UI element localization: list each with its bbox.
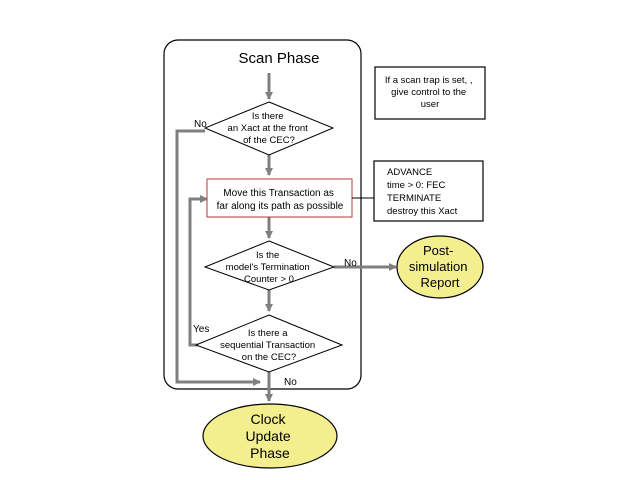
svg-text:ADVANCE time > 0: FEC: ADVANCE time > 0: FEC TERMINATE destroy …	[387, 167, 458, 217]
post-simulation-report-node	[396, 235, 484, 299]
decision1-line: of the CEC?	[243, 135, 295, 146]
decision2-line: model's Termination	[226, 262, 310, 273]
decision3-line: sequential Transaction	[220, 340, 315, 351]
report-line: Report	[420, 275, 459, 290]
note2-line: TERMINATE	[387, 193, 441, 204]
action-move-transaction	[206, 178, 353, 218]
decision1-line: an Xact at the front	[228, 123, 309, 134]
svg-text:If a scan trap is set, , g: If a scan trap is set, , give control to…	[385, 75, 475, 110]
action1-line: far along its path as possible	[217, 201, 344, 212]
decision-sequential-transaction	[194, 314, 344, 373]
svg-text:Is the model's Termination: Is the model's Termination Counter > 0	[226, 250, 313, 285]
note-scan-trap-box	[374, 66, 486, 120]
label-no-decision1: No	[194, 119, 207, 130]
label-no-decision3: No	[284, 377, 297, 388]
svg-text:Is there an Xact at the fr: Is there an Xact at the front of the CEC…	[228, 111, 311, 146]
note2-line: destroy this Xact	[387, 206, 458, 217]
note1-line: give control to the	[391, 87, 466, 98]
report-line: simulation	[409, 259, 468, 274]
decision3-line: Is there a	[248, 328, 288, 339]
scan-phase-container	[163, 39, 362, 390]
clock-update-phase-node	[202, 403, 338, 469]
svg-text:Move this Transaction as f: Move this Transaction as far along its p…	[217, 188, 344, 212]
decision2-line: Is the	[256, 250, 279, 261]
svg-text:Clock Update Phase: Clock Update Phase	[245, 411, 294, 461]
clock-line: Phase	[250, 445, 290, 461]
label-no-decision2: No	[344, 258, 357, 269]
note1-line: user	[421, 99, 439, 110]
clock-line: Clock	[251, 411, 287, 427]
decision2-line: Counter > 0	[244, 274, 294, 285]
note2-line: ADVANCE	[387, 167, 432, 178]
note1-line: If a scan trap is set, ,	[385, 75, 473, 86]
svg-text:Is there a sequential Tran: Is there a sequential Transaction on the…	[220, 328, 318, 363]
svg-text:Post- simulation Repor: Post- simulation Report	[409, 243, 471, 290]
decision1-line: Is there	[252, 111, 284, 122]
clock-line: Update	[245, 428, 290, 444]
report-line: Post-	[423, 243, 453, 258]
decision3-line: on the CEC?	[242, 352, 296, 363]
label-yes-decision3: Yes	[193, 324, 209, 335]
action1-line: Move this Transaction as	[223, 188, 334, 199]
decision-termination-counter	[203, 240, 336, 291]
scan-phase-title: Scan Phase	[239, 50, 320, 67]
note2-line: time > 0: FEC	[387, 180, 445, 191]
decision-xact-at-front	[203, 101, 335, 156]
note-advance-terminate-box	[373, 160, 484, 222]
arrow-decision1-no-loop	[175, 129, 261, 386]
